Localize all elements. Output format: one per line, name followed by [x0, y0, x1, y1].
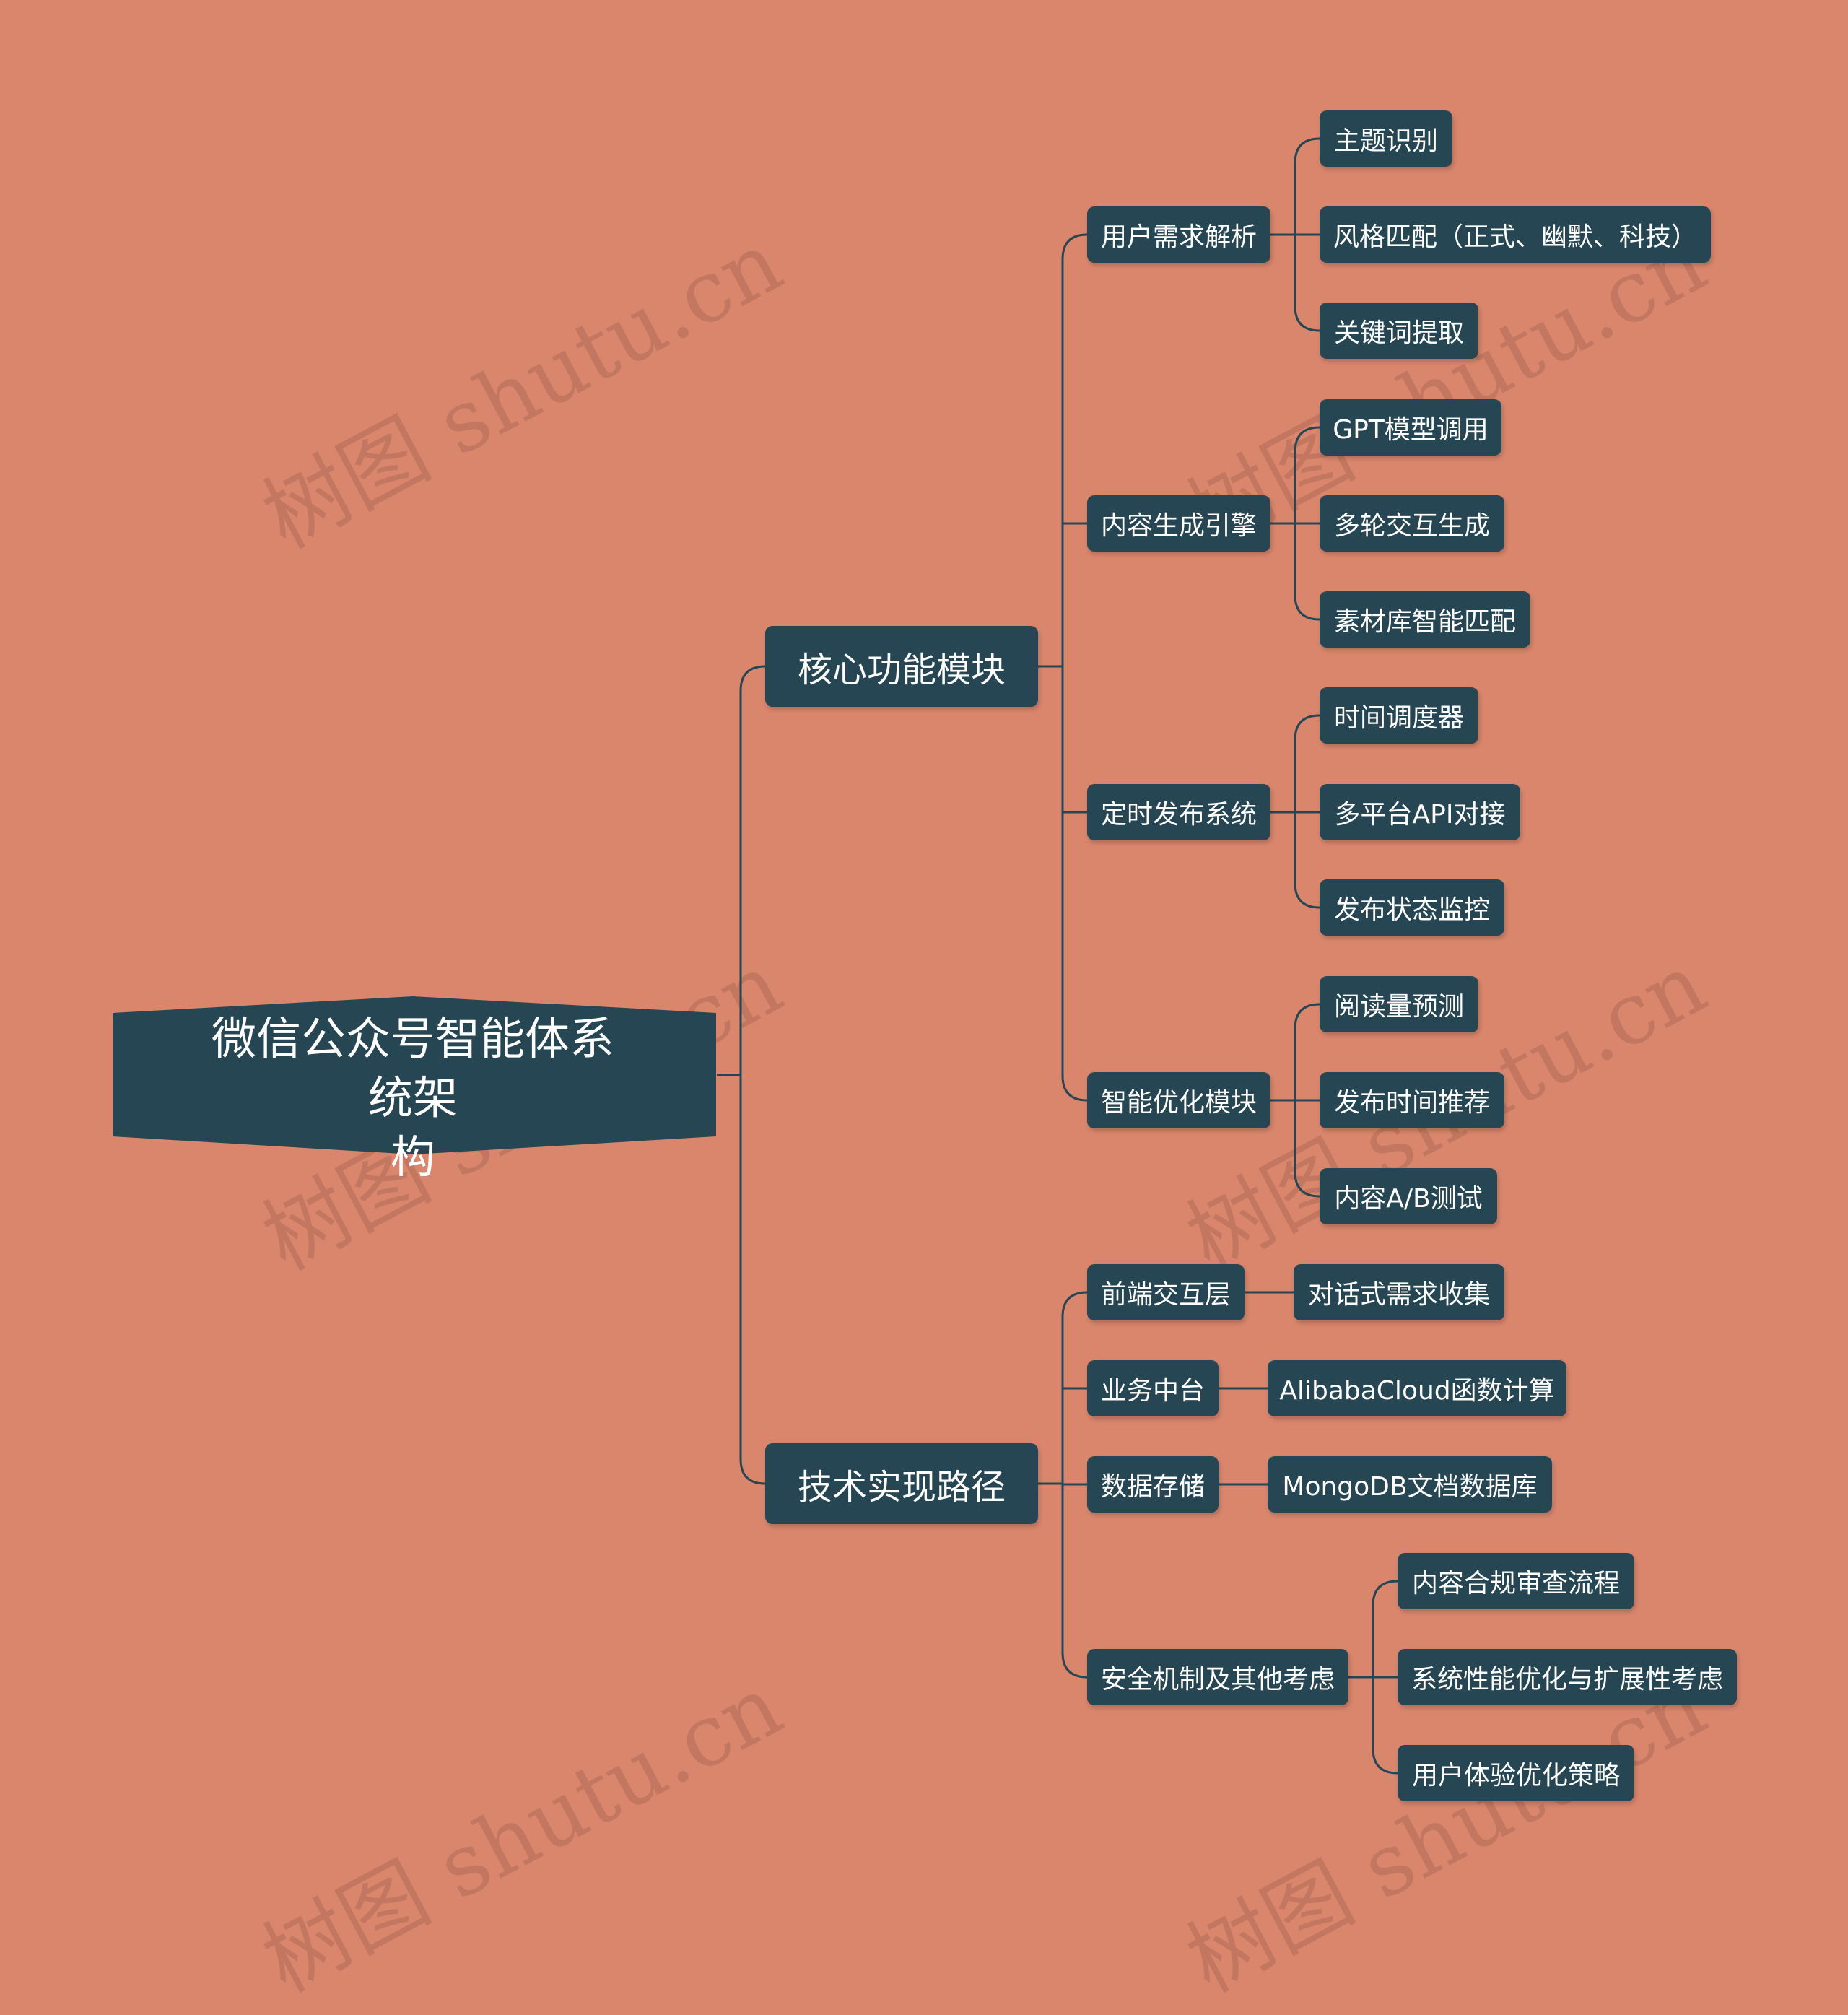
leaf-material-match[interactable]: 素材库智能匹配: [1320, 591, 1530, 648]
leaf-dialog-collection[interactable]: 对话式需求收集: [1294, 1264, 1504, 1320]
branch-core-modules[interactable]: 核心功能模块: [765, 626, 1038, 707]
leaf-ux-strategy[interactable]: 用户体验优化策略: [1398, 1745, 1634, 1801]
connector-b1-trunk: [1061, 233, 1088, 1102]
leaf-ab-test[interactable]: 内容A/B测试: [1320, 1168, 1497, 1224]
root-label: 微信公众号智能体系统架构: [211, 1012, 614, 1183]
node-frontend-layer[interactable]: 前端交互层: [1087, 1264, 1245, 1320]
node-security[interactable]: 安全机制及其他考虑: [1087, 1649, 1348, 1705]
node-scheduled-publish[interactable]: 定时发布系统: [1087, 784, 1270, 840]
leaf-multi-turn[interactable]: 多轮交互生成: [1320, 495, 1504, 552]
root-shape: [113, 996, 716, 1154]
leaf-keyword-extraction[interactable]: 关键词提取: [1320, 303, 1478, 359]
leaf-time-scheduler[interactable]: 时间调度器: [1320, 687, 1478, 744]
node-content-engine[interactable]: 内容生成引擎: [1087, 495, 1270, 552]
leaf-read-prediction[interactable]: 阅读量预测: [1320, 976, 1478, 1032]
leaf-topic-recognition[interactable]: 主题识别: [1320, 110, 1452, 167]
node-data-storage[interactable]: 数据存储: [1087, 1456, 1219, 1513]
node-user-needs-parsing[interactable]: 用户需求解析: [1087, 206, 1270, 263]
leaf-multi-platform-api[interactable]: 多平台API对接: [1320, 784, 1520, 840]
connector-trunk-1: [739, 665, 766, 1485]
leaf-style-matching[interactable]: 风格匹配（正式、幽默、科技）: [1320, 206, 1711, 263]
leaf-publish-monitor[interactable]: 发布状态监控: [1320, 879, 1504, 936]
leaf-mongodb[interactable]: MongoDB文档数据库: [1268, 1456, 1552, 1513]
root-node[interactable]: [0, 0, 1848, 1911]
node-business-platform[interactable]: 业务中台: [1087, 1360, 1219, 1416]
leaf-time-recommend[interactable]: 发布时间推荐: [1320, 1072, 1504, 1128]
connector-lines: [717, 137, 1398, 1775]
node-smart-optimization[interactable]: 智能优化模块: [1087, 1072, 1270, 1128]
branch-tech-path[interactable]: 技术实现路径: [765, 1443, 1038, 1524]
leaf-compliance-review[interactable]: 内容合规审查流程: [1398, 1553, 1634, 1609]
leaf-gpt-call[interactable]: GPT模型调用: [1320, 399, 1502, 456]
leaf-performance-scalability[interactable]: 系统性能优化与扩展性考虑: [1398, 1649, 1737, 1705]
leaf-alibaba-fc[interactable]: AlibabaCloud函数计算: [1268, 1360, 1566, 1416]
